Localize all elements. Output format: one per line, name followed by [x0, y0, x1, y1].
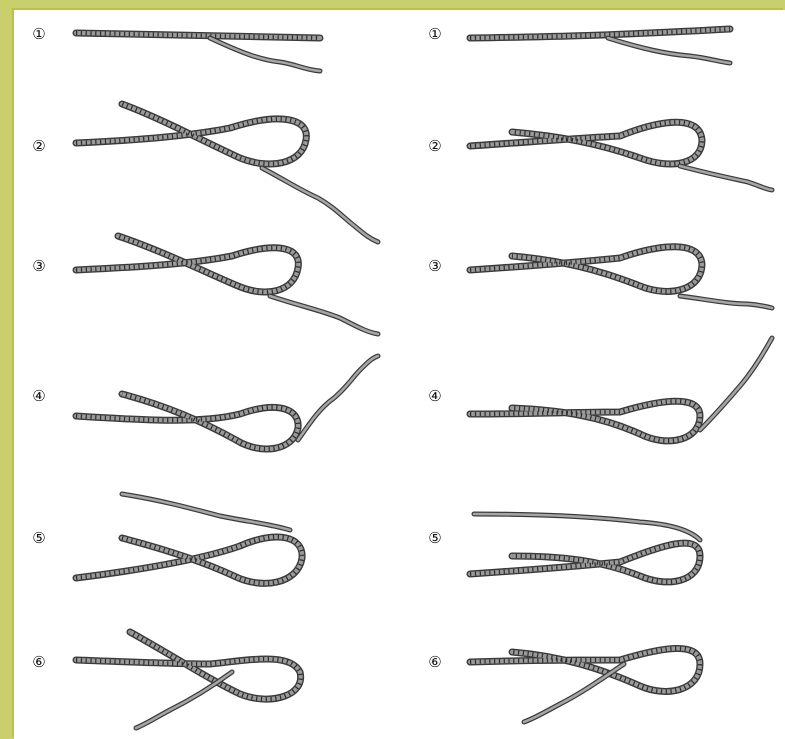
left-step-6-rope	[76, 632, 301, 728]
right-step-5-rope	[470, 514, 700, 582]
left-step-5-rope	[76, 494, 302, 583]
right-step-3-rope	[470, 247, 772, 308]
right-step-2-rope	[470, 122, 772, 190]
right-step-6-rope	[470, 648, 700, 722]
left-step-1-rope	[76, 33, 320, 71]
left-step-3-rope	[76, 236, 378, 334]
left-step-2-rope	[76, 104, 378, 242]
right-step-1-rope	[470, 29, 730, 63]
left-step-4-rope	[76, 356, 378, 449]
right-step-4-rope	[470, 338, 772, 441]
